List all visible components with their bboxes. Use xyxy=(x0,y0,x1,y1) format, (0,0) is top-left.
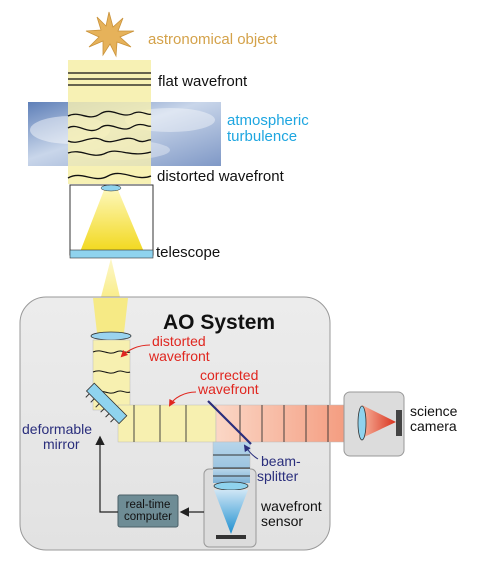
horizontal-beam-wavefronts xyxy=(133,405,187,442)
realtime-computer-label-2: computer xyxy=(124,511,172,523)
distorted-wavefront-top-line xyxy=(67,172,152,180)
atmospheric-turbulence-label-1: atmospheric xyxy=(227,112,309,129)
wavefront-sensor xyxy=(203,468,257,548)
corrected-beam-to-camera xyxy=(215,404,352,443)
wavefront-sensor-label-2: sensor xyxy=(261,513,303,529)
wavefront-sensor-label-1: wavefront xyxy=(260,498,322,514)
astronomical-object-label: astronomical object xyxy=(148,31,278,48)
flat-wavefront-label: flat wavefront xyxy=(158,73,248,90)
deformable-mirror-label-1: deformable xyxy=(22,421,92,437)
corrected-beam-wavefronts xyxy=(239,405,329,442)
telescope-label: telescope xyxy=(156,244,220,261)
science-camera xyxy=(343,391,405,457)
atmospheric-turbulence-block xyxy=(28,102,221,166)
distorted-wavefront-top-label: distorted wavefront xyxy=(157,168,285,185)
distorted-wavefront-inner-label-1: distorted xyxy=(152,333,206,349)
telescope xyxy=(69,184,154,259)
beam-splitter-label-1: beam- xyxy=(261,453,301,469)
corrected-wavefront-label-2: wavefront xyxy=(197,381,259,397)
realtime-computer-box xyxy=(117,494,179,528)
beam-splitter-pointer xyxy=(243,444,259,460)
distorted-wavefront-inner-label-2: wavefront xyxy=(148,348,210,364)
corrected-label-pointer xyxy=(169,391,197,407)
horizontal-beam-to-splitter xyxy=(117,404,217,443)
computer-to-mirror-arrow xyxy=(95,435,118,513)
atmospheric-turbulence-label-2: turbulence xyxy=(227,128,297,145)
ao-system-title: AO System xyxy=(163,311,275,334)
deformable-mirror-icon xyxy=(85,382,128,425)
beam-splitter-icon xyxy=(207,400,252,445)
distorted-label-pointer xyxy=(120,344,151,358)
science-camera-label-2: camera xyxy=(410,418,457,434)
corrected-wavefront-label-1: corrected xyxy=(200,367,258,383)
collimating-lens-icon xyxy=(90,331,132,341)
realtime-computer-label-1: real-time xyxy=(126,499,171,511)
astronomical-object-icon xyxy=(85,11,135,58)
deformable-mirror-label-2: mirror xyxy=(43,436,80,452)
inner-cone xyxy=(93,298,128,333)
flat-wavefront-lines xyxy=(68,72,151,86)
beam-splitter-label-2: splitter xyxy=(257,468,299,484)
science-camera-label-1: science xyxy=(410,403,458,419)
